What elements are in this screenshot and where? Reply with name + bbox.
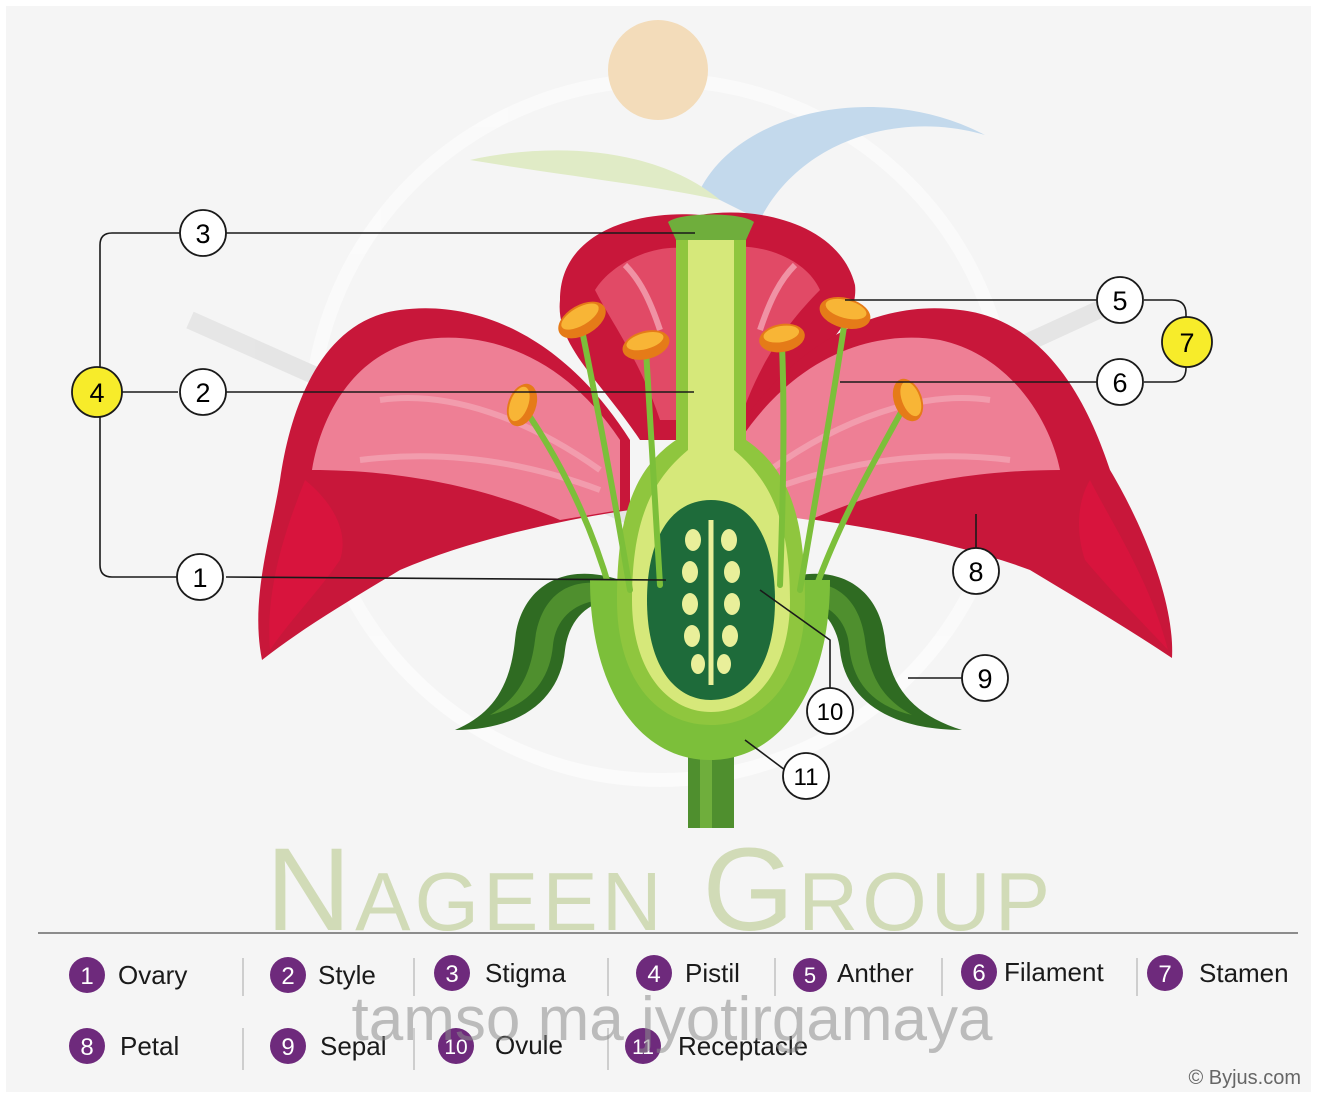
svg-text:2: 2 <box>281 963 294 990</box>
callout-6: 6 <box>1097 359 1143 405</box>
legend-item-ovary: 1 Ovary <box>69 957 187 993</box>
svg-text:1: 1 <box>80 963 93 990</box>
svg-text:Stamen: Stamen <box>1199 958 1289 988</box>
svg-text:9: 9 <box>977 664 992 694</box>
svg-text:4: 4 <box>647 961 660 988</box>
stigma <box>668 215 754 241</box>
callout-7-group: 7 <box>1162 317 1212 367</box>
svg-text:Anther: Anther <box>837 958 914 988</box>
callout-3: 3 <box>180 210 226 256</box>
svg-text:4: 4 <box>89 378 104 408</box>
callout-10: 10 <box>807 688 853 734</box>
watermark-text: Nageen Group <box>266 824 1054 956</box>
svg-text:Pistil: Pistil <box>685 958 740 988</box>
credit-text: © Byjus.com <box>1188 1067 1301 1090</box>
svg-text:Stigma: Stigma <box>485 958 566 988</box>
callout-4-group: 4 <box>72 367 122 417</box>
callout-11: 11 <box>783 753 829 799</box>
svg-text:Petal: Petal <box>120 1031 179 1061</box>
svg-text:6: 6 <box>1112 368 1127 398</box>
svg-text:10: 10 <box>817 699 844 726</box>
filament <box>780 345 783 585</box>
callout-2: 2 <box>180 369 226 415</box>
svg-text:9: 9 <box>281 1034 294 1061</box>
svg-text:Ovary: Ovary <box>118 960 187 990</box>
svg-text:6: 6 <box>972 960 985 987</box>
legend-item-petal: 8 Petal <box>69 1028 179 1064</box>
svg-text:5: 5 <box>1112 286 1127 316</box>
svg-text:7: 7 <box>1179 328 1194 358</box>
watermark-tagline: tamso ma jyotirgamaya <box>352 985 993 1054</box>
svg-text:7: 7 <box>1158 961 1171 988</box>
svg-text:8: 8 <box>80 1034 93 1061</box>
svg-text:1: 1 <box>192 563 207 593</box>
svg-text:8: 8 <box>968 557 983 587</box>
callout-9: 9 <box>962 655 1008 701</box>
callout-8: 8 <box>953 548 999 594</box>
callout-1: 1 <box>177 554 223 600</box>
legend-item-stamen: 7 Stamen <box>1147 955 1289 991</box>
watermark-title: Nageen Group <box>266 824 1054 956</box>
svg-text:3: 3 <box>195 219 210 249</box>
svg-text:2: 2 <box>195 378 210 408</box>
svg-text:11: 11 <box>794 764 819 791</box>
svg-text:3: 3 <box>445 961 458 988</box>
svg-text:Filament: Filament <box>1004 957 1104 987</box>
callout-5: 5 <box>1097 277 1143 323</box>
